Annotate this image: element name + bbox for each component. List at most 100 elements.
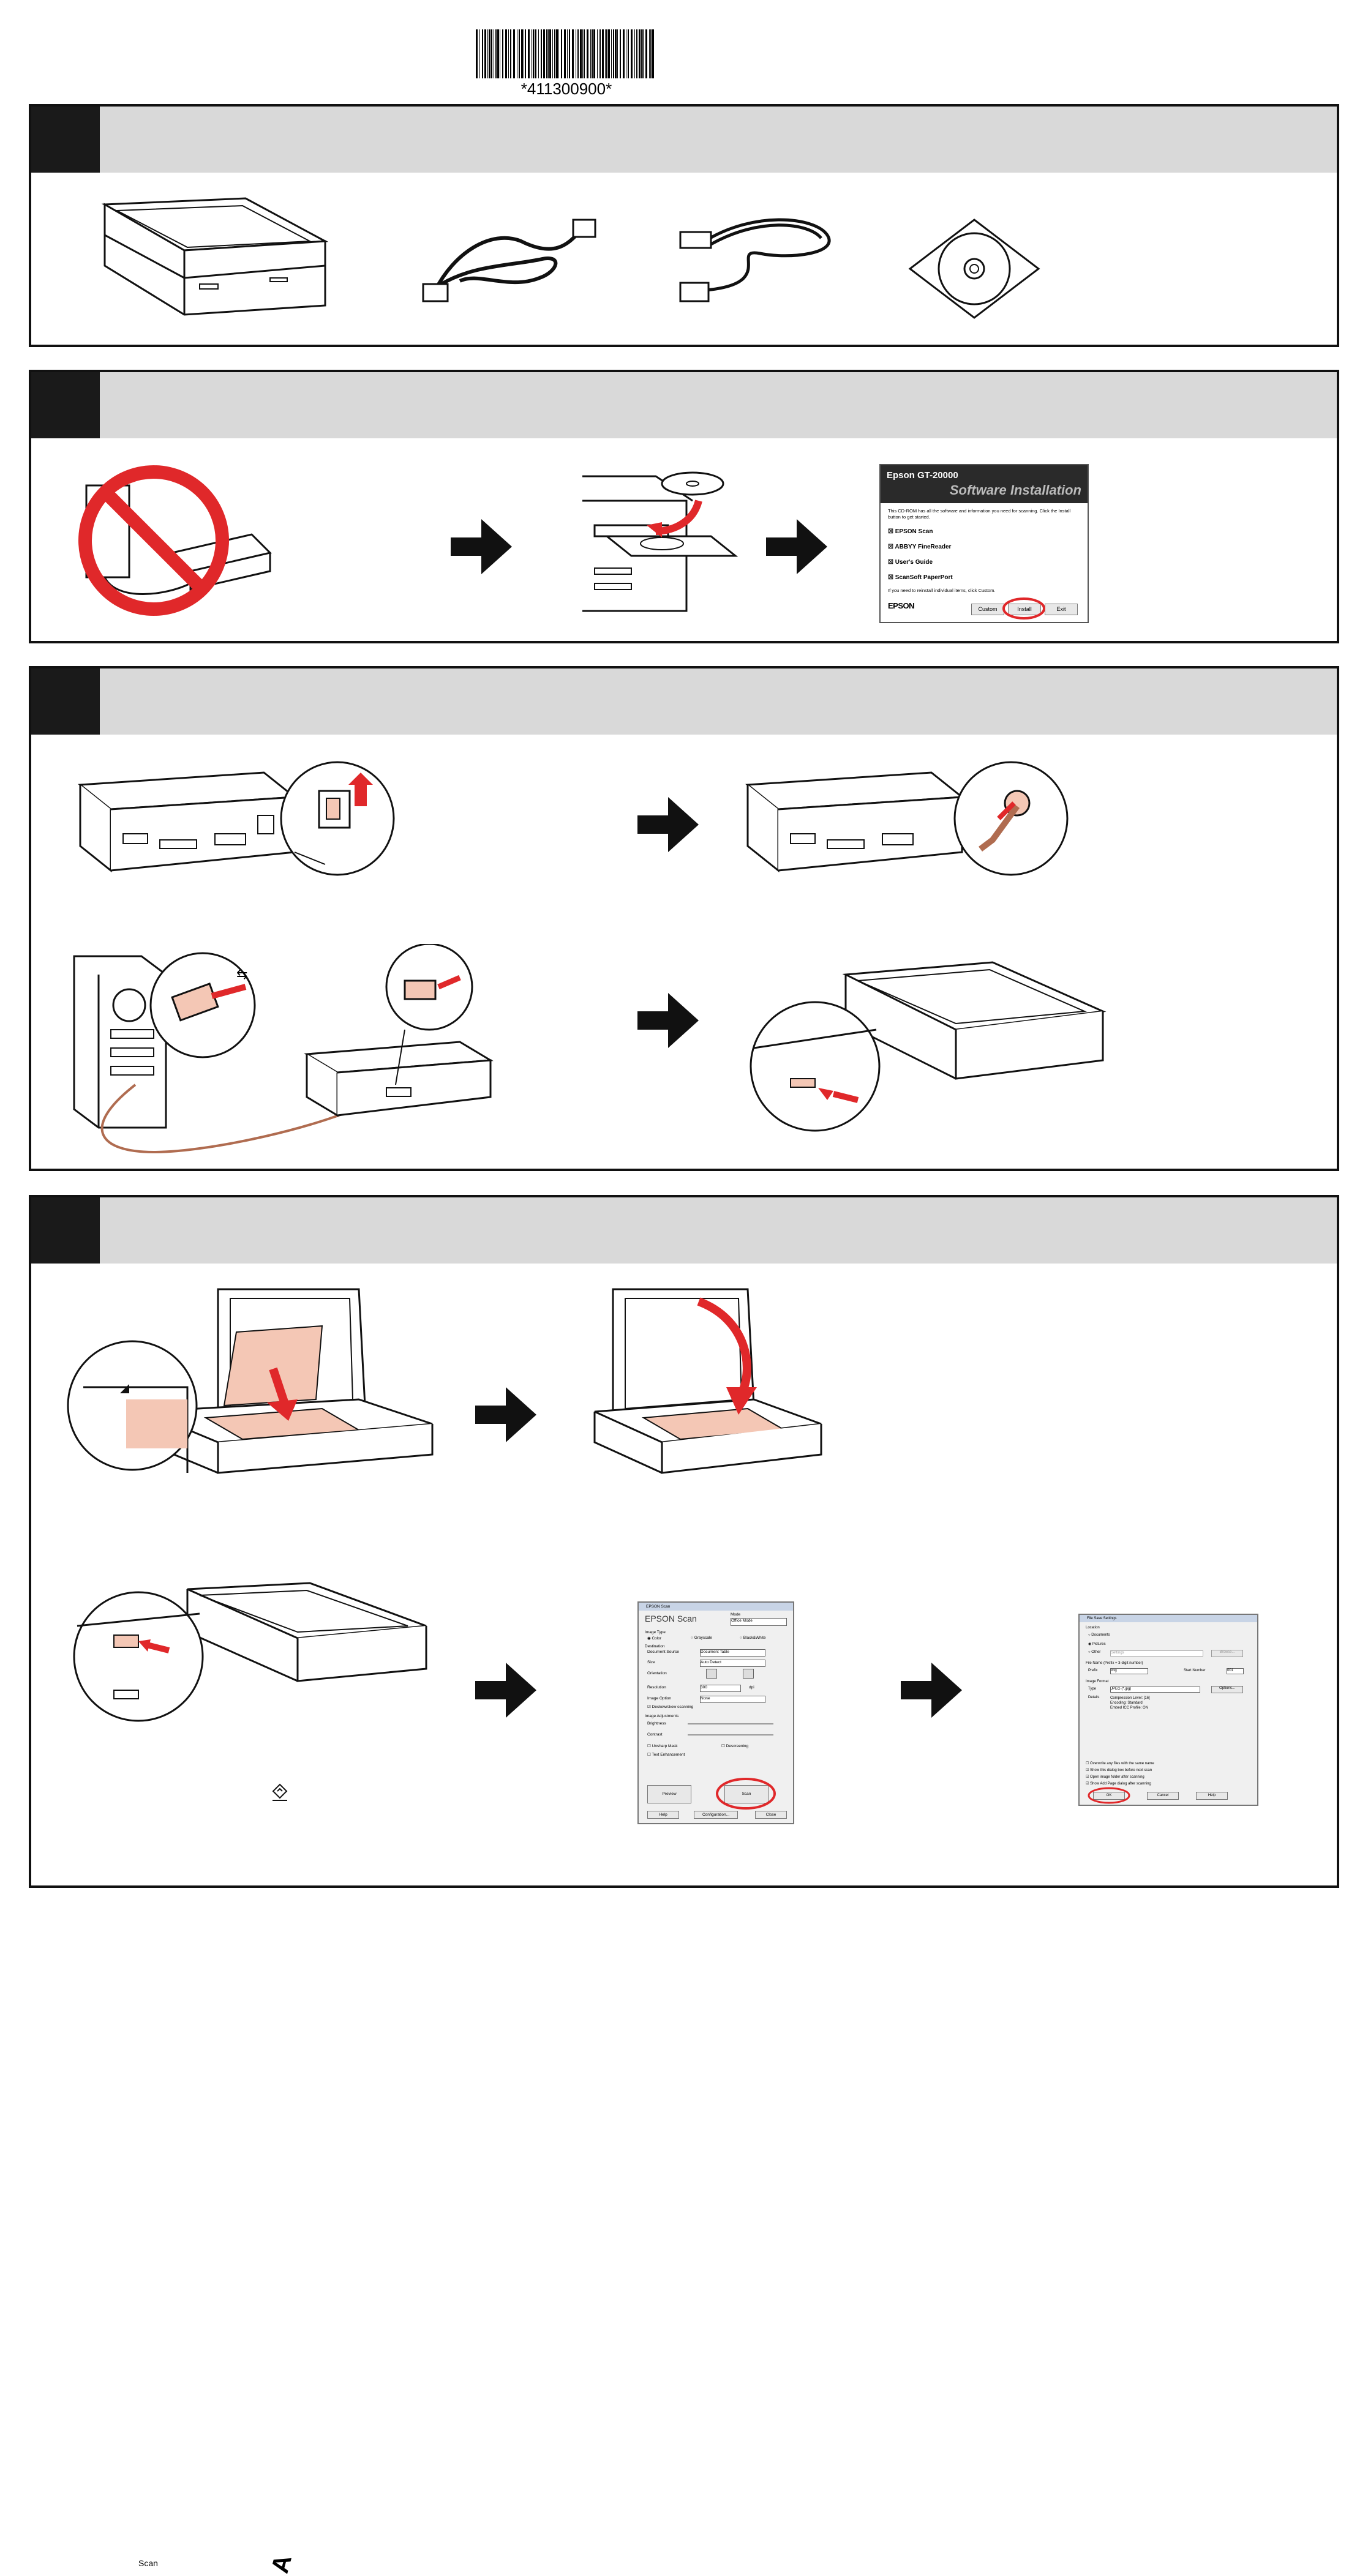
- brightness-slider[interactable]: [688, 1723, 773, 1724]
- image-type-bw[interactable]: ○ Black&White: [740, 1636, 766, 1640]
- preview-button[interactable]: Preview: [647, 1785, 691, 1803]
- location-other[interactable]: ○ Other: [1088, 1650, 1101, 1654]
- barcode-bar: [645, 29, 647, 78]
- document-source-select[interactable]: Document Table: [700, 1649, 765, 1657]
- highlight-circle: [1002, 597, 1045, 620]
- barcode-bar: [572, 29, 574, 78]
- image-option-select[interactable]: None: [700, 1696, 765, 1703]
- barcode-bar: [582, 29, 583, 78]
- barcode-bar: [592, 29, 593, 78]
- ok-button[interactable]: OK: [1093, 1792, 1125, 1800]
- installer-item[interactable]: ☒ EPSON Scan: [888, 528, 933, 535]
- barcode-bar: [613, 29, 614, 78]
- panel-install: Epson GT-20000 Software Installation Thi…: [29, 370, 1339, 643]
- options-button[interactable]: Options...: [1211, 1686, 1243, 1693]
- image-format-label: Image Format: [1086, 1680, 1109, 1683]
- barcode-bar: [502, 29, 503, 78]
- barcode-bar: [558, 29, 559, 78]
- highlight-circle: [716, 1778, 776, 1810]
- configuration-button[interactable]: Configuration...: [694, 1811, 738, 1819]
- usb-symbol-icon: ⇆: [236, 967, 248, 982]
- browse-button[interactable]: Browse...: [1211, 1650, 1243, 1657]
- barcode-bar: [561, 29, 562, 78]
- barcode-bar: [513, 29, 515, 78]
- type-label: Type: [1088, 1687, 1097, 1691]
- barcode-bar: [482, 29, 483, 78]
- close-button[interactable]: Close: [755, 1811, 787, 1819]
- location-pictures[interactable]: ◉ Pictures: [1088, 1642, 1106, 1646]
- epson-logo: EPSON: [888, 601, 915, 610]
- barcode-bar: [547, 29, 549, 78]
- place-document-illustration: [67, 1288, 434, 1474]
- overwrite-checkbox[interactable]: ☐ Overwrite any files with the same name: [1086, 1762, 1154, 1765]
- barcode-bar: [505, 29, 507, 78]
- start-number-label: Start Number: [1184, 1669, 1206, 1672]
- details-text: Compression Level: [16] Encoding: Standa…: [1110, 1696, 1150, 1710]
- details-label: Details: [1088, 1696, 1100, 1699]
- contrast-label: Contrast: [647, 1732, 663, 1737]
- help-button[interactable]: Help: [1196, 1792, 1228, 1800]
- exit-button[interactable]: Exit: [1045, 604, 1078, 615]
- next-arrow-icon: [475, 1663, 536, 1718]
- scan-button[interactable]: Scan: [724, 1785, 769, 1803]
- barcode-bar: [636, 29, 637, 78]
- installer-item-list: ☒ EPSON Scan ☒ ABBYY FineReader ☒ User's…: [888, 524, 953, 585]
- image-type-label: Image Type: [645, 1630, 666, 1634]
- barcode-bar: [641, 29, 642, 78]
- help-button[interactable]: Help: [647, 1811, 679, 1819]
- image-type-grayscale[interactable]: ○ Grayscale: [691, 1636, 712, 1640]
- location-documents[interactable]: ○ Documents: [1088, 1633, 1110, 1637]
- panel-header: [31, 107, 1337, 173]
- text-enhancement-checkbox[interactable]: ☐ Text Enhancement: [647, 1753, 685, 1757]
- orientation-portrait[interactable]: [706, 1669, 717, 1679]
- add-page-checkbox[interactable]: ☑ Show Add Page dialog after scanning: [1086, 1782, 1151, 1786]
- barcode-bar: [541, 29, 542, 78]
- installer-item[interactable]: ☒ ABBYY FineReader: [888, 544, 952, 550]
- install-button[interactable]: Install: [1008, 604, 1041, 615]
- image-type-color[interactable]: ◉ Color: [647, 1636, 662, 1641]
- panel-header: [31, 372, 1337, 438]
- next-arrow-icon: [475, 1387, 536, 1442]
- barcode-bar: [620, 29, 621, 78]
- size-label: Size: [647, 1660, 655, 1664]
- cancel-button[interactable]: Cancel: [1147, 1792, 1179, 1800]
- barcode-bar: [642, 29, 644, 78]
- prefix-field[interactable]: img: [1110, 1668, 1148, 1674]
- next-arrow-icon: [637, 797, 699, 852]
- barcode-bar: [577, 29, 579, 78]
- open-folder-checkbox[interactable]: ☑ Open image folder after scanning: [1086, 1775, 1144, 1779]
- next-arrow-icon: [901, 1663, 962, 1718]
- close-cover-illustration: [593, 1288, 822, 1474]
- barcode-bar: [615, 29, 617, 78]
- highlight-circle: [1088, 1787, 1130, 1804]
- scanner-back-power-switch: [78, 761, 395, 876]
- barcode-bar: [489, 29, 490, 78]
- mode-select[interactable]: Office Mode: [731, 1618, 787, 1626]
- show-dialog-checkbox[interactable]: ☑ Show this dialog box before next scan: [1086, 1769, 1152, 1772]
- destination-label: Destination: [645, 1644, 665, 1649]
- descreening-checkbox[interactable]: ☐ Descreening: [721, 1744, 749, 1748]
- type-select[interactable]: JPEG (*.jpg): [1110, 1687, 1200, 1693]
- unsharp-checkbox[interactable]: ☐ Unsharp Mask: [647, 1744, 678, 1748]
- contrast-slider[interactable]: [688, 1734, 773, 1735]
- barcode-bar: [623, 29, 625, 78]
- installer-item[interactable]: ☒ ScanSoft PaperPort: [888, 574, 953, 581]
- adjustments-label: Image Adjustments: [645, 1714, 679, 1718]
- press-start-button-illustration: [73, 1582, 427, 1722]
- panel-header: [31, 1197, 1337, 1264]
- orientation-landscape[interactable]: [743, 1669, 754, 1679]
- panel-header: [31, 668, 1337, 735]
- barcode-bar: [554, 29, 555, 78]
- other-folder-field[interactable]: Settings: [1110, 1650, 1203, 1657]
- size-select[interactable]: Auto Detect: [700, 1660, 765, 1667]
- mode-label: Mode: [731, 1612, 741, 1617]
- next-arrow-icon: [451, 519, 512, 574]
- auto-rotate-checkbox[interactable]: ☑ Deskew/skew scanning: [647, 1705, 694, 1709]
- barcode-bar: [597, 29, 598, 78]
- custom-button[interactable]: Custom: [971, 604, 1004, 615]
- installer-item[interactable]: ☒ User's Guide: [888, 559, 933, 566]
- resolution-select[interactable]: 300: [700, 1685, 741, 1692]
- power-on-illustration: [750, 961, 1107, 1132]
- start-number-field[interactable]: 001: [1227, 1668, 1244, 1674]
- power-cord-illustration: [422, 219, 596, 302]
